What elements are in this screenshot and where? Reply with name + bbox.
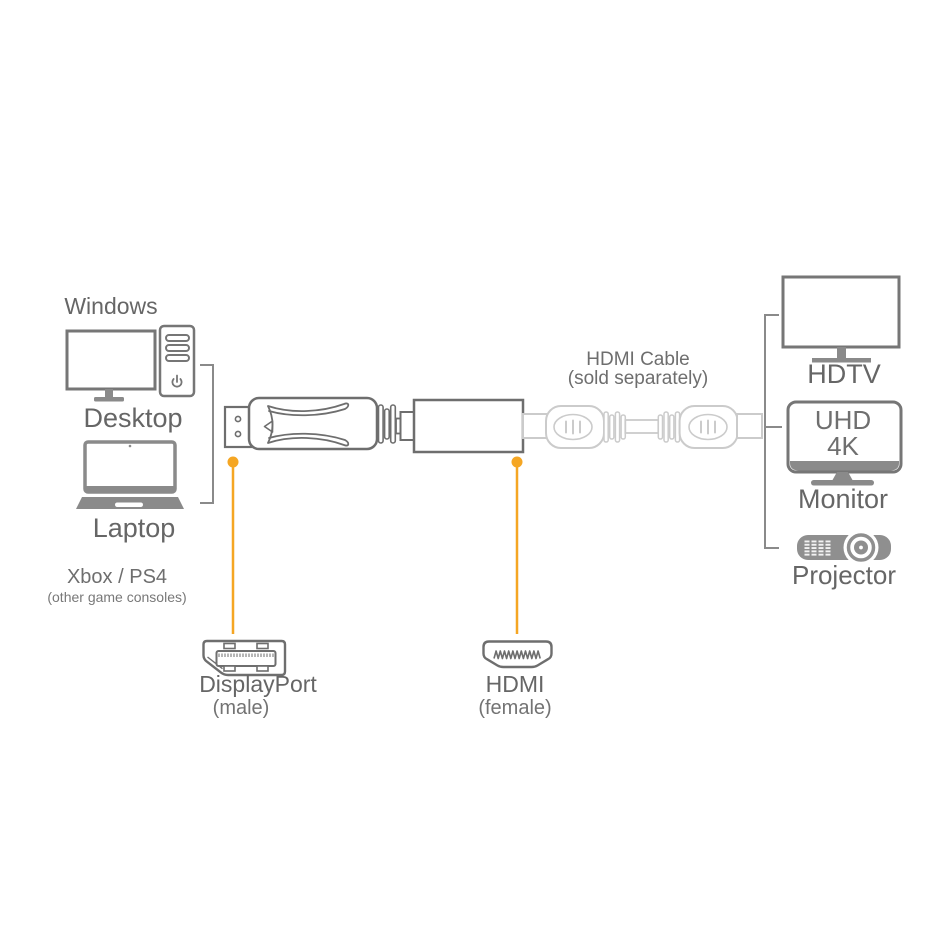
hdmi-label: HDMI xyxy=(485,671,545,697)
displayport-note-label: (male) xyxy=(212,697,270,719)
desktop-computer-icon xyxy=(65,324,196,402)
displayport-port-icon xyxy=(202,639,287,677)
source-bracket xyxy=(200,364,214,504)
hdtv-icon xyxy=(781,275,901,363)
desktop-label: Desktop xyxy=(83,403,183,433)
power-icon xyxy=(171,374,183,388)
projector-vents xyxy=(804,540,831,556)
projector-icon xyxy=(797,530,891,565)
windows-label: Windows xyxy=(64,293,158,319)
output-bracket xyxy=(764,314,782,549)
hdmi-port-icon xyxy=(482,640,553,669)
consoles-label: Xbox / PS4 xyxy=(66,566,168,588)
monitor-label: Monitor xyxy=(797,484,889,514)
projector-label: Projector xyxy=(791,560,897,590)
laptop-label: Laptop xyxy=(92,513,176,543)
displayport-label: DisplayPort xyxy=(199,671,317,697)
displayport-pointer-line xyxy=(227,456,239,634)
consoles-note-label: (other game consoles) xyxy=(47,589,187,605)
adapter-displayport-connector-icon xyxy=(223,396,405,451)
adapter-hdmi-body-icon xyxy=(399,398,525,454)
projector-lens xyxy=(843,530,879,565)
laptop-icon xyxy=(76,440,184,509)
monitor-screen-uhd-text: UHD xyxy=(814,405,872,435)
uhd-4k-monitor-icon xyxy=(786,400,903,486)
hdmi-cable-label: HDMI Cable xyxy=(586,349,690,370)
hdmi-note-label: (female) xyxy=(478,697,552,719)
hdtv-label: HDTV xyxy=(807,359,881,389)
hdmi-cable-note-label: (sold separately) xyxy=(567,368,709,389)
monitor-screen-4k-text: 4K xyxy=(827,431,859,461)
hdmi-cable-icon xyxy=(522,405,763,449)
hdmi-pointer-line xyxy=(511,456,523,634)
